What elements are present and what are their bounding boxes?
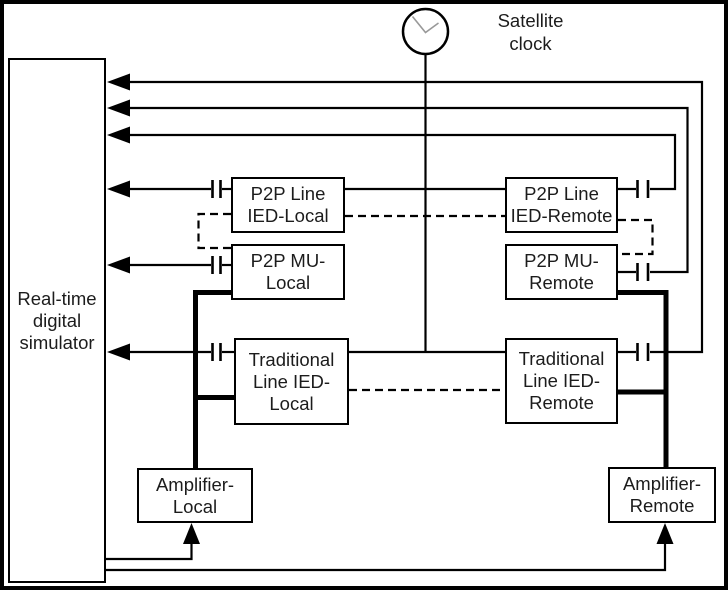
node-label-line: IED-Local xyxy=(247,205,329,226)
dashed-links xyxy=(197,212,654,392)
node-label-line: Traditional xyxy=(518,348,605,369)
coupler-icon xyxy=(211,256,222,274)
coupler-icon xyxy=(211,343,222,361)
thin-connection-lines xyxy=(106,52,704,572)
node-p2p-line-ied-local: P2P Line IED-Local xyxy=(231,177,345,233)
coupler-icon xyxy=(636,180,650,198)
node-label-line: Remote xyxy=(529,272,594,293)
node-traditional-line-ied-remote: Traditional Line IED- Remote xyxy=(505,338,618,424)
node-label-line: Line IED- xyxy=(252,370,331,392)
node-label-line: P2P MU- xyxy=(524,250,599,271)
clock-hands-icon xyxy=(411,15,439,34)
node-p2p-mu-remote: P2P MU- Remote xyxy=(505,244,618,300)
node-p2p-line-ied-remote: P2P Line IED-Remote xyxy=(505,177,618,233)
node-amplifier-local: Amplifier- Local xyxy=(137,468,253,523)
coupler-icons xyxy=(211,180,650,361)
node-label-line: Local xyxy=(172,495,218,517)
node-real-time-digital-simulator: Real-time digital simulator xyxy=(8,58,106,583)
node-label-line: Amplifier- xyxy=(622,473,702,494)
coupler-icon xyxy=(636,263,650,281)
node-label-line: Remote xyxy=(529,392,594,413)
satellite-clock-icon xyxy=(401,7,450,56)
arrowhead-icon xyxy=(107,180,130,198)
node-label-line: P2P Line xyxy=(524,183,599,204)
arrowhead-icon xyxy=(107,73,130,91)
node-label-line: Traditional xyxy=(248,348,335,370)
node-label-line: simulator xyxy=(19,331,95,353)
node-label-line: Local xyxy=(269,392,314,414)
arrowhead-icon xyxy=(107,256,130,274)
node-label-line: Remote xyxy=(629,495,695,516)
arrowhead-icon xyxy=(656,523,674,544)
node-label-line: IED-Remote xyxy=(510,205,613,226)
coupler-icon xyxy=(211,180,222,198)
node-label-line: P2P MU- xyxy=(250,250,326,271)
node-traditional-line-ied-local: Traditional Line IED- Local xyxy=(234,338,349,425)
thick-analog-lines xyxy=(193,290,669,468)
node-p2p-mu-local: P2P MU- Local xyxy=(231,244,345,300)
node-label-line: Amplifier- xyxy=(155,473,235,495)
coupler-icon xyxy=(636,343,650,361)
node-amplifier-remote: Amplifier- Remote xyxy=(608,467,716,523)
arrowhead-icon xyxy=(107,99,130,117)
node-label-line: P2P Line xyxy=(250,183,326,204)
node-label-line: Line IED- xyxy=(522,370,601,391)
arrowhead-icons xyxy=(107,73,674,544)
arrowhead-icon xyxy=(107,126,130,144)
node-label-line: Satellite xyxy=(497,10,564,31)
satellite-clock-label: Satellite clock xyxy=(473,9,588,55)
arrowhead-icon xyxy=(183,523,200,544)
node-label-line: clock xyxy=(509,33,552,54)
arrowhead-icon xyxy=(107,343,130,361)
node-label-line: digital xyxy=(32,309,82,331)
node-label-line: Real-time xyxy=(17,287,97,309)
node-label-line: Local xyxy=(265,272,311,293)
